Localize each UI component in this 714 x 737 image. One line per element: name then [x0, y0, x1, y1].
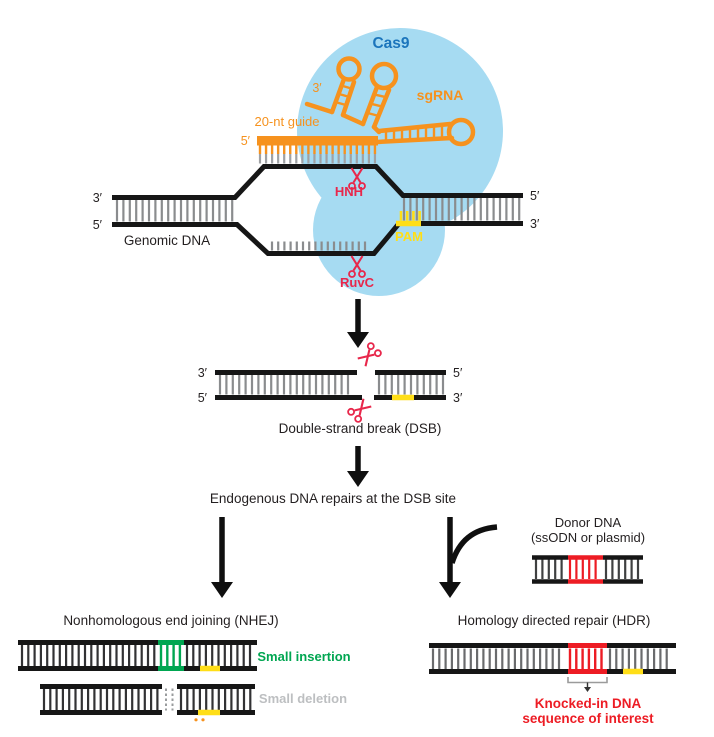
knockin-label-line1: Knocked-in DNA	[535, 696, 642, 711]
arrow-to-dsb	[347, 299, 369, 348]
genomic-dna-label: Genomic DNA	[124, 233, 210, 248]
dsb-dna	[215, 340, 446, 425]
pam-ticks	[399, 211, 421, 221]
dsb-right-3prime: 3′	[453, 391, 463, 405]
donor-ticks-left	[534, 559, 563, 579]
guide-label: 20-nt guide	[254, 114, 319, 129]
hdr-dna	[429, 643, 676, 692]
donor-merge-curve	[449, 524, 498, 564]
right-5prime-label: 5′	[530, 189, 540, 203]
sgrna-hairpin	[371, 87, 392, 130]
sgrna-hairpin-loop	[369, 61, 399, 91]
donor-ticks-red	[568, 559, 597, 579]
arrow-to-repair	[347, 446, 369, 487]
clipped-artifact-dot	[194, 718, 198, 722]
guide-rna-ticks	[258, 145, 377, 154]
deletion-label: Small deletion	[259, 691, 347, 706]
nhej-title: Nonhomologous end joining (NHEJ)	[63, 613, 278, 628]
hdr-arrow	[439, 517, 498, 598]
sgrna-stem	[374, 135, 455, 145]
rna-basepair	[338, 92, 350, 99]
dsb-right-ticks	[377, 374, 445, 395]
rna-basepair	[373, 93, 387, 99]
cas9-label: Cas9	[372, 35, 409, 52]
rna-basepair	[341, 84, 353, 90]
hdr-ticks-red	[568, 648, 603, 670]
right-3prime-label: 3′	[530, 217, 540, 231]
hdr-ticks-right	[608, 648, 668, 670]
ruvc-label: RuvC	[340, 275, 375, 290]
donor-ticks-right	[604, 559, 640, 579]
knockin-pointer-head	[584, 687, 591, 692]
sgrna-3prime-label: 3′	[312, 81, 322, 95]
dsb-left-ticks	[218, 374, 350, 395]
nhej-insertion-dna	[18, 640, 257, 672]
hnh-label: HNH	[335, 184, 363, 199]
dna-bottom-strand	[112, 221, 401, 256]
sgrna-hairpin-loop	[336, 56, 362, 82]
repair-caption: Endogenous DNA repairs at the DSB site	[210, 491, 456, 506]
nhej2-ticks-left	[42, 688, 159, 711]
nhej1-ticks-left	[20, 644, 156, 667]
donor-dna	[532, 555, 643, 584]
hdr-ticks-left	[431, 648, 561, 670]
dsb-bottom-scissors-icon	[345, 395, 375, 425]
insertion-label: Small insertion	[257, 649, 350, 664]
guide-dna-ticks	[258, 154, 377, 164]
dsb-caption: Double-strand break (DSB)	[279, 421, 442, 436]
right-duplex-ticks	[402, 197, 521, 221]
knockin-bracket	[567, 677, 608, 684]
rna-basepair	[335, 100, 347, 107]
rna-basepair	[370, 102, 383, 108]
rna-basepair	[366, 111, 379, 118]
dsb-top-scissors-icon	[354, 340, 384, 370]
clipped-artifact-dot	[201, 718, 205, 722]
sgrna-terminal-loop	[446, 117, 476, 147]
bubble-bottom-ticks	[270, 241, 367, 251]
sgrna-scaffold	[304, 56, 476, 147]
knockin-label-line2: sequence of interest	[522, 711, 654, 726]
left-3prime-label: 3′	[93, 191, 103, 205]
sgrna-stem	[376, 121, 453, 134]
sgrna-label: sgRNA	[417, 87, 464, 103]
dna-top-strand	[112, 164, 523, 200]
genomic-dna	[112, 164, 523, 256]
nhej2-ticks-right	[179, 688, 252, 711]
donor-title-line1: Donor DNA	[555, 515, 622, 530]
nhej-arrow	[211, 517, 233, 598]
dsb-left-5prime: 5′	[198, 391, 208, 405]
guide-bar	[257, 136, 378, 146]
left-5prime-label: 5′	[93, 218, 103, 232]
sgrna-connector	[340, 112, 366, 127]
dsb-right-5prime: 5′	[453, 366, 463, 380]
guide-5prime-label: 5′	[241, 134, 251, 148]
nhej2-ticks-dashed	[165, 688, 174, 711]
sgrna-3prime-tail	[304, 101, 335, 115]
hdr-title: Homology directed repair (HDR)	[458, 613, 651, 628]
pam-label: PAM	[395, 229, 423, 244]
donor-title-line2: (ssODN or plasmid)	[531, 530, 645, 545]
sgrna-hairpin	[340, 79, 357, 118]
nhej1-ticks-right	[185, 644, 252, 667]
nhej-deletion-dna	[40, 684, 255, 722]
nhej1-ticks-green	[159, 644, 182, 667]
left-duplex-ticks	[115, 199, 234, 222]
sgrna-hairpin	[360, 84, 380, 127]
cas9-body-lower-lobe	[313, 164, 445, 296]
dsb-left-3prime: 3′	[198, 366, 208, 380]
